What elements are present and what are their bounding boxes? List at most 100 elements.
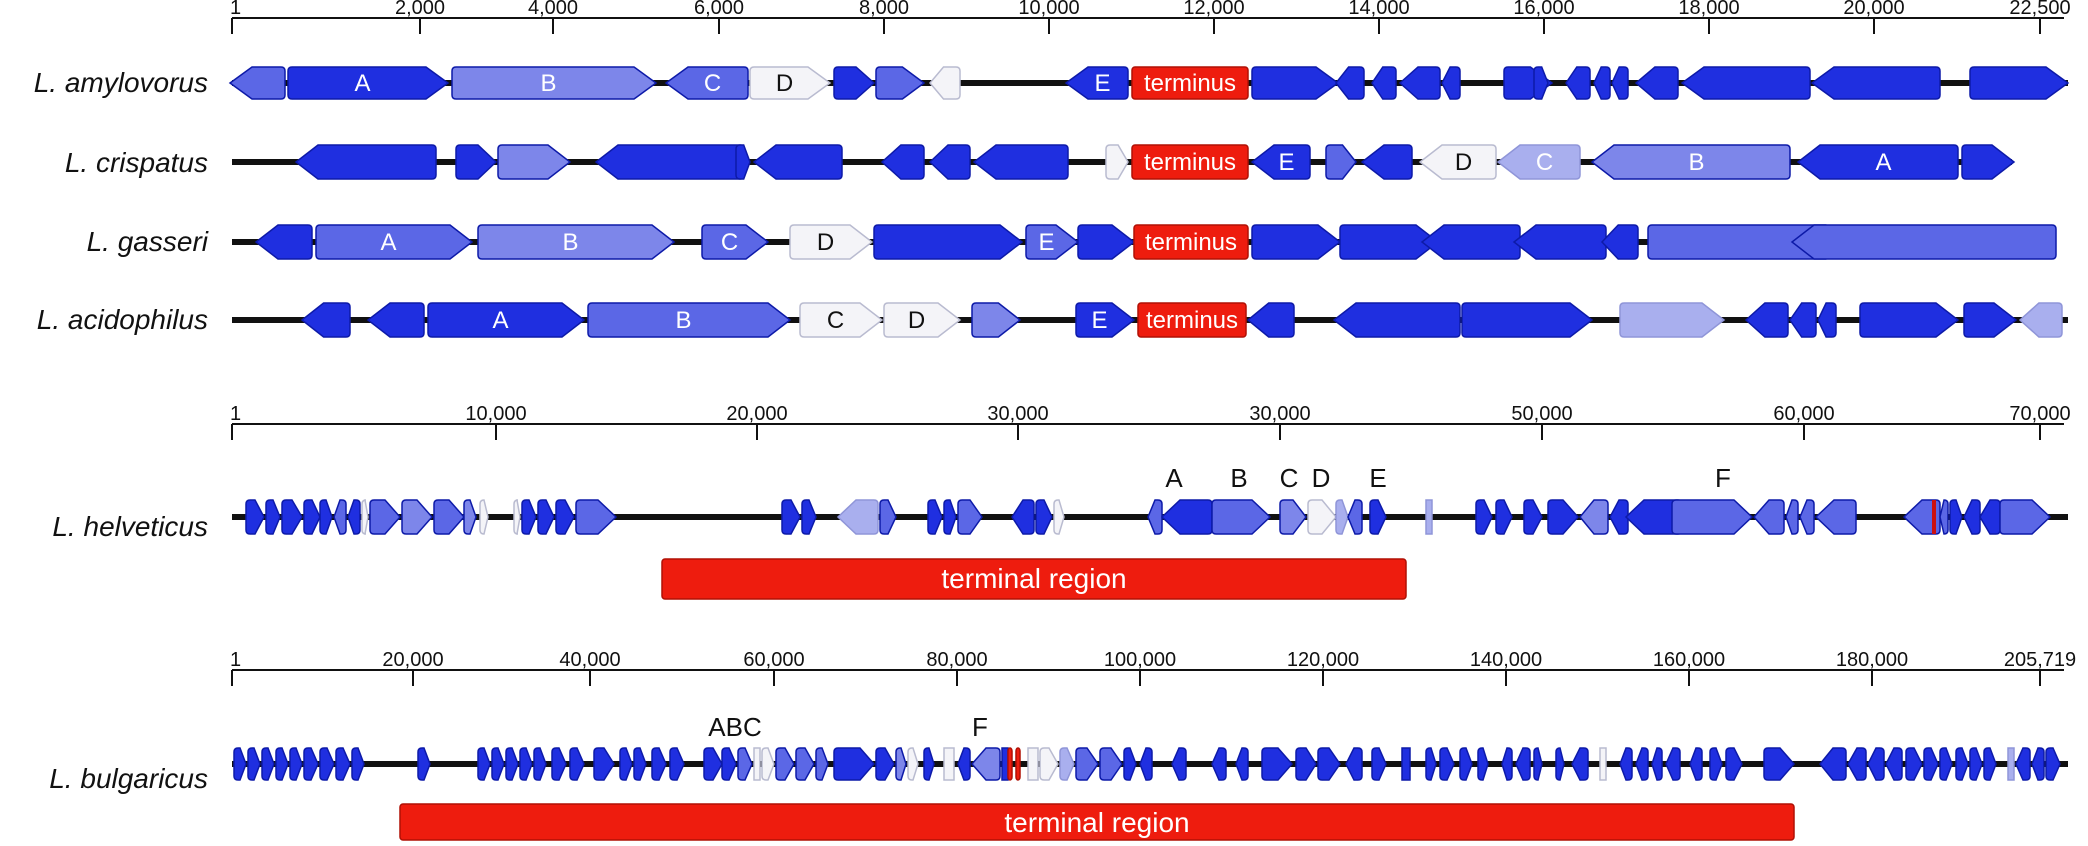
gene-arrow — [1345, 747, 1363, 781]
gene-arrow — [1680, 66, 1811, 100]
gene-arrow — [1817, 302, 1837, 338]
gene-label-F-bulgaricus: F — [972, 712, 988, 742]
gene-arrow — [703, 747, 723, 781]
gene-arrow — [1501, 747, 1513, 781]
gene-arrow — [957, 747, 971, 781]
gene-arrow — [1619, 747, 1633, 781]
gene-label: E — [1038, 229, 1054, 256]
gene-arrow — [319, 499, 333, 535]
gene-arrow — [943, 499, 957, 535]
gene-label-F: F — [1715, 463, 1731, 493]
gene-D — [789, 224, 874, 260]
species-label-acidophilus: L. acidophilus — [37, 304, 208, 335]
species-label-crispatus: L. crispatus — [65, 147, 208, 178]
gene-label: B — [1688, 149, 1704, 176]
gene-arrow — [1171, 747, 1187, 781]
gene-B — [451, 66, 658, 100]
gene-arrow — [513, 499, 521, 535]
gene-arrow — [1671, 499, 1754, 535]
gene-arrow — [1027, 747, 1039, 781]
gene-arrow — [1885, 747, 1903, 781]
gene-arrow — [1949, 499, 1963, 535]
gene-label-ABC: ABC — [708, 712, 761, 742]
gene-arrow — [1332, 302, 1461, 338]
gene-label: B — [540, 70, 556, 97]
gene-arrow — [1251, 66, 1340, 100]
gene-arrow — [551, 747, 567, 781]
gene-arrow — [417, 747, 431, 781]
gene-arrow — [1279, 499, 1307, 535]
gene-arrow — [1295, 747, 1317, 781]
gene-arrow — [247, 747, 261, 781]
gene-arrow — [1317, 747, 1341, 781]
gene-arrow — [479, 499, 489, 535]
terminus-block — [1137, 302, 1247, 338]
gene-arrow — [1371, 66, 1397, 100]
gene-arrow — [1035, 499, 1053, 535]
gene-arrow — [833, 747, 875, 781]
gene-arrow — [347, 499, 361, 535]
terminus-label: terminus — [1145, 229, 1237, 256]
gene-C — [1496, 144, 1581, 180]
gene-arrow — [737, 747, 753, 781]
axis-tick-label: 40,000 — [559, 649, 620, 671]
species-label-gasseri: L. gasseri — [87, 226, 209, 257]
gene-arrow — [361, 499, 369, 535]
gene-arrow — [1744, 302, 1789, 338]
gene-label: D — [908, 307, 925, 334]
gene-arrow — [1689, 747, 1703, 781]
gene-label: C — [827, 307, 844, 334]
gene-label: D — [776, 70, 793, 97]
terminus-block — [1131, 66, 1249, 100]
gene-arrow — [254, 224, 313, 260]
gene-arrow — [1515, 747, 1531, 781]
gene-arrow — [1211, 747, 1227, 781]
gene-arrow — [1611, 66, 1629, 100]
gene-arrow — [491, 747, 505, 781]
gene-arrow — [1160, 499, 1213, 535]
gene-label: A — [354, 70, 370, 97]
gene-arrow — [1571, 747, 1589, 781]
gene-arrow — [463, 499, 477, 535]
gene-E — [1064, 66, 1129, 100]
gene-label-C: C — [1280, 463, 1299, 493]
terminus-block — [1007, 747, 1013, 781]
gene-arrow — [1939, 499, 1949, 535]
gene-arrow — [455, 144, 498, 180]
axis-tick-label: 80,000 — [926, 649, 987, 671]
gene-arrow — [1441, 66, 1461, 100]
gene-arrow — [228, 66, 286, 100]
gene-arrow — [1477, 747, 1489, 781]
gene-arrow — [957, 499, 983, 535]
gene-arrow — [477, 747, 491, 781]
gene-A — [1796, 144, 1959, 180]
axis-tick-label: 180,000 — [1836, 649, 1908, 671]
gene-arrow — [2007, 747, 2015, 781]
gene-E — [1075, 302, 1136, 338]
gene-label-E: E — [1369, 463, 1386, 493]
gene-arrow — [1763, 747, 1795, 781]
gene-arrow — [505, 747, 519, 781]
terminus-label: terminus — [1144, 70, 1236, 97]
gene-arrow — [1979, 499, 2001, 535]
gene-arrow — [366, 302, 425, 338]
gene-arrow — [1600, 224, 1639, 260]
gene-arrow — [1461, 302, 1594, 338]
axis-tick-label: 60,000 — [1773, 403, 1834, 425]
gene-E — [1250, 144, 1311, 180]
axis-tick-label: 205,719 — [2004, 649, 2076, 671]
gene-arrow — [1401, 747, 1411, 781]
gene-arrow — [879, 499, 897, 535]
gene-arrow — [1533, 747, 1543, 781]
terminal-region-bar-bulgaricus — [399, 803, 1795, 841]
axis-tick-label: 2,000 — [395, 0, 445, 19]
gene-arrow — [1425, 499, 1433, 535]
gene-arrow — [1335, 499, 1349, 535]
gene-arrow — [593, 747, 615, 781]
track-bulgaricus — [232, 747, 2068, 781]
gene-arrow — [1371, 747, 1387, 781]
gene-arrow — [335, 747, 351, 781]
